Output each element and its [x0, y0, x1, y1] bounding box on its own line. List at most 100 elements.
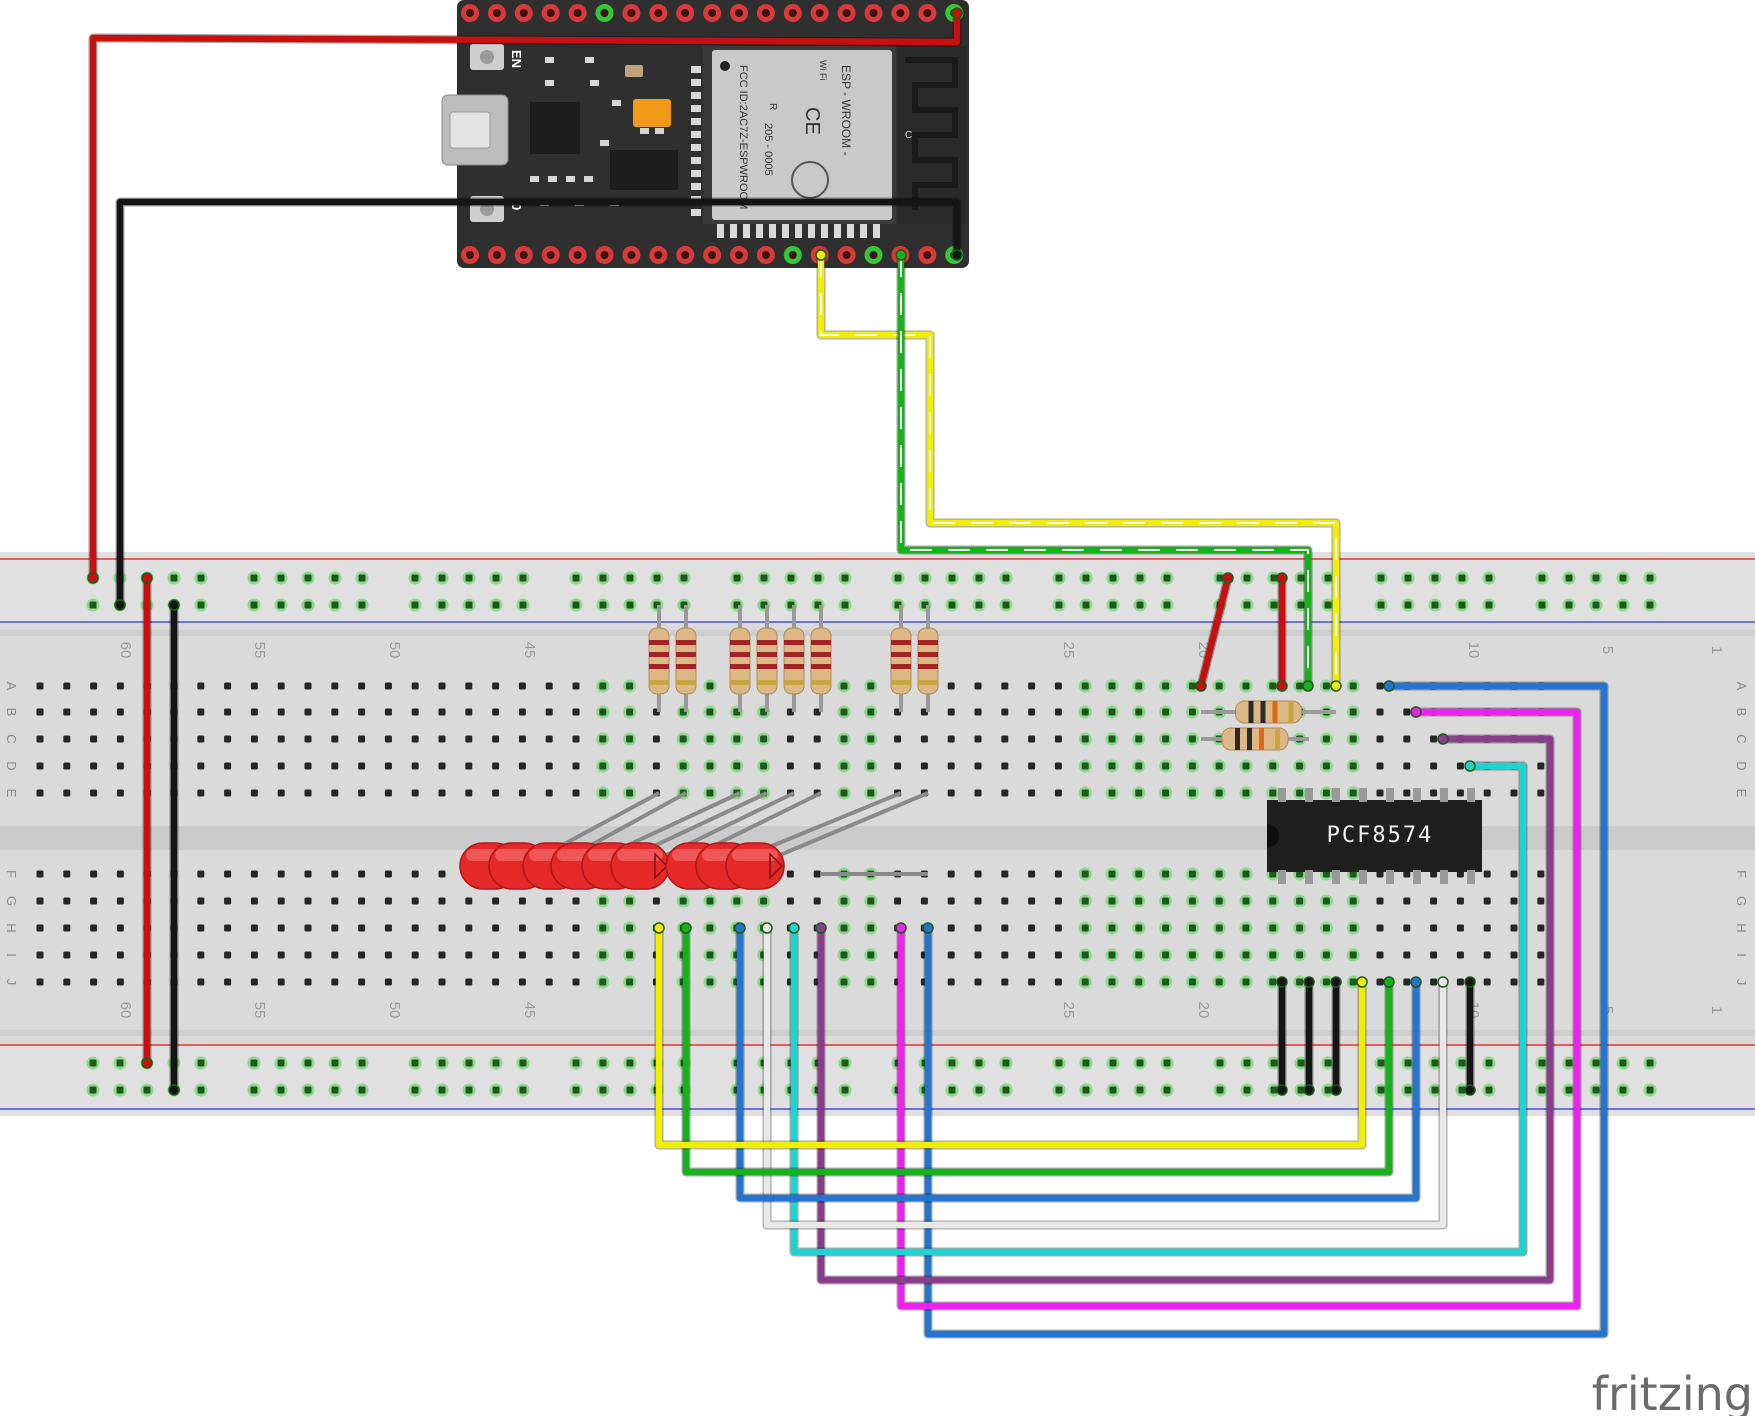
- hole: [63, 870, 71, 878]
- hole: [1242, 897, 1250, 905]
- resistor-band: [649, 640, 669, 645]
- hole: [197, 735, 205, 743]
- hole: [1349, 924, 1357, 932]
- rail-hole: [1431, 574, 1439, 582]
- module-markings: ESP - WROOM - FCC ID:2AC7Z-ESPWROOM 205 …: [737, 60, 853, 209]
- rail-hole: [841, 574, 849, 582]
- hole: [1322, 762, 1330, 770]
- hole: [358, 951, 366, 959]
- rail-hole: [1377, 601, 1385, 609]
- resistor-band: [1259, 728, 1264, 750]
- rail-hole: [1458, 1086, 1466, 1094]
- hole: [706, 708, 714, 716]
- rail-hole: [1243, 574, 1251, 582]
- rail-hole: [626, 601, 634, 609]
- hole: [599, 708, 607, 716]
- breadboard-holes: [36, 571, 1657, 1097]
- header-pin-hole: [923, 251, 932, 259]
- top-power-rail: [0, 552, 1755, 622]
- rail-hole: [1646, 574, 1654, 582]
- resistor-band: [891, 640, 911, 645]
- hole: [465, 924, 473, 932]
- hole: [1135, 735, 1143, 743]
- resistor-band: [730, 652, 750, 657]
- r-mark: R: [767, 103, 778, 110]
- hole: [1349, 870, 1357, 878]
- rail-hole: [1136, 1086, 1144, 1094]
- rail-hole: [1109, 601, 1117, 609]
- hole: [1081, 924, 1089, 932]
- hole: [545, 789, 553, 797]
- header-pin-hole: [681, 251, 690, 259]
- hole: [1081, 870, 1089, 878]
- hole: [626, 682, 634, 690]
- hole: [63, 897, 71, 905]
- hole: [63, 924, 71, 932]
- hole: [760, 735, 768, 743]
- hole: [224, 897, 232, 905]
- row-letter: B: [4, 708, 19, 717]
- hole: [358, 870, 366, 878]
- p3-cyan-wire-end: [1464, 760, 1476, 772]
- hole: [1456, 978, 1464, 986]
- row-letter: H: [1734, 923, 1749, 932]
- hole: [920, 735, 928, 743]
- row-letter: C: [4, 734, 19, 743]
- rail-hole: [331, 601, 339, 609]
- hole: [358, 762, 366, 770]
- espressif-logo: [791, 161, 829, 199]
- hole: [1349, 951, 1357, 959]
- rail-hole: [626, 1059, 634, 1067]
- column-number: 20: [1195, 1002, 1212, 1019]
- gnd-black-stub-end: [1303, 976, 1315, 988]
- hole: [1242, 924, 1250, 932]
- rail-hole: [787, 574, 795, 582]
- rail-hole: [975, 1086, 983, 1094]
- resistor-band: [811, 652, 831, 657]
- column-number: 55: [251, 642, 268, 659]
- gnd-black-stub-end: [1330, 976, 1342, 988]
- resistor-band: [891, 652, 911, 657]
- hole: [1028, 924, 1036, 932]
- rail-hole: [331, 1086, 339, 1094]
- hole: [947, 762, 955, 770]
- row-letter: G: [1734, 896, 1749, 906]
- boot-button-cap[interactable]: [480, 202, 494, 216]
- led-highlight: [617, 849, 663, 861]
- header-pin-hole: [627, 251, 636, 259]
- column-number: 45: [521, 642, 538, 659]
- hole: [626, 762, 634, 770]
- hole: [1376, 897, 1384, 905]
- module-pad: [691, 66, 701, 73]
- hole: [1537, 978, 1545, 986]
- hole: [1430, 735, 1438, 743]
- hole: [250, 870, 258, 878]
- hole: [599, 951, 607, 959]
- row-letter: A: [1734, 682, 1749, 691]
- rail-hole: [1216, 1086, 1224, 1094]
- chip-pin: [1332, 870, 1340, 884]
- hole: [813, 708, 821, 716]
- hole: [197, 682, 205, 690]
- hole: [331, 735, 339, 743]
- hole: [1510, 789, 1518, 797]
- hole: [1456, 762, 1464, 770]
- en-button-cap[interactable]: [480, 50, 494, 64]
- hole: [1028, 870, 1036, 878]
- rail-hole: [948, 1086, 956, 1094]
- hole: [974, 789, 982, 797]
- resistor-band: [891, 664, 911, 669]
- rail-hole: [599, 574, 607, 582]
- hole: [1242, 978, 1250, 986]
- rail-hole: [1270, 1086, 1278, 1094]
- hole: [492, 762, 500, 770]
- hole: [116, 951, 124, 959]
- rail-hole: [1619, 601, 1627, 609]
- header-pin-hole: [842, 9, 851, 17]
- p1-magenta-wire: [897, 708, 1581, 1310]
- hole: [63, 708, 71, 716]
- hole: [1162, 870, 1170, 878]
- sda-yellow-wire-end: [1330, 680, 1342, 692]
